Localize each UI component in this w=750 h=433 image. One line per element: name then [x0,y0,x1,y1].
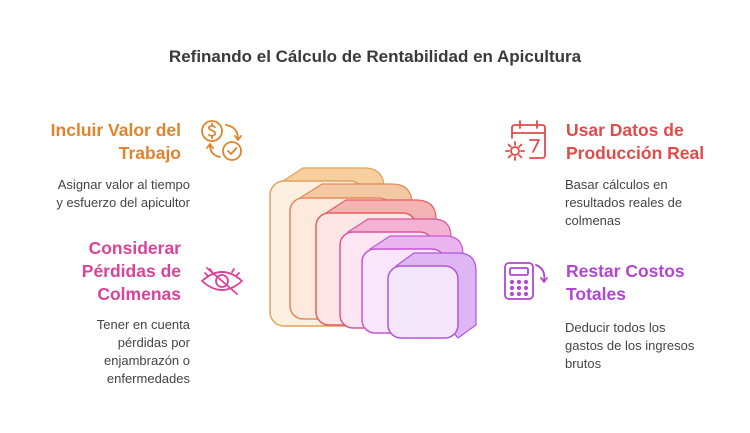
square-layer-6 [387,252,477,339]
calculator-icon [504,262,548,300]
page-title: Refinando el Cálculo de Rentabilidad en … [168,47,582,66]
desc-restar-costos: Deducir todos los gastos de los ingresos… [565,320,695,371]
heading-restar-costos: Restar Costos Totales [566,261,685,304]
heading-usar-datos: Usar Datos de Producción Real [566,120,705,163]
desc-considerar-perdidas: Tener en cuenta pérdidas por enjambrazón… [96,317,190,386]
heading-considerar-perdidas: Considerar Pérdidas de Colmenas [81,238,181,304]
desc-usar-datos: Basar cálculos en resultados reales de c… [565,177,683,228]
desc-incluir-valor: Asignar valor al tiempo y esfuerzo del a… [56,177,190,210]
heading-incluir-valor: Incluir Valor del Trabajo [50,120,181,163]
eye-off-icon [201,267,243,295]
money-check-icon [201,120,242,161]
calendar-gear-icon [505,120,546,161]
